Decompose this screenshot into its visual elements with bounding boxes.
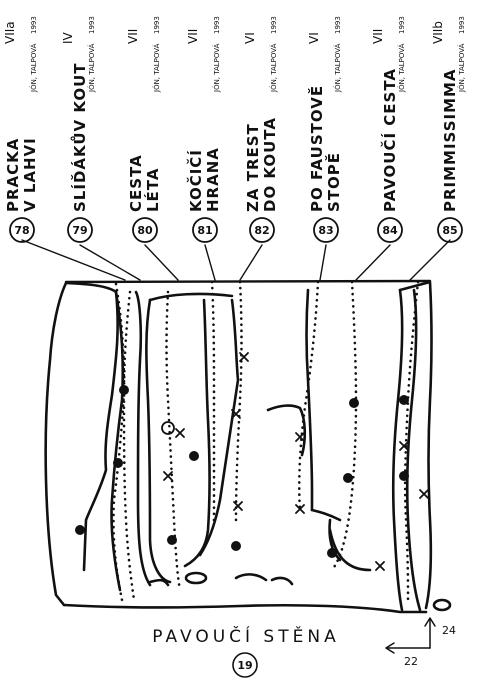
route-author: JÓN, TALPOVÁ (457, 43, 466, 93)
peg-cross (239, 352, 249, 362)
route-number-circles: 78 79 80 81 82 83 84 85 (9, 217, 463, 243)
route-name: KOČIČÍ (186, 149, 205, 212)
route-grade: VII (186, 29, 200, 44)
route-number: 81 (197, 224, 212, 237)
route-year: 1993 (153, 16, 161, 34)
route-name-line2: STOPĚ (324, 152, 343, 212)
peg-cross (163, 471, 173, 481)
route-name: PRACKA (4, 138, 22, 212)
peg-cross (399, 441, 409, 451)
route-name: PO FAUSTOVĚ (307, 85, 326, 212)
route-author: JÓN, TALPOVÁ (397, 43, 406, 93)
peg-cross (295, 432, 305, 442)
route-grade: VIIb (431, 21, 445, 44)
route-year: 1993 (398, 16, 406, 34)
peg-cross (375, 561, 385, 571)
page-number: 19 (237, 659, 252, 672)
route-lines (112, 280, 420, 602)
peg-cross (233, 501, 243, 511)
route-year: 1993 (334, 16, 342, 34)
dimension-width: 22 (404, 655, 418, 668)
route-grade: VI (243, 32, 257, 44)
route-author: JÓN, TALPOVÁ (29, 43, 38, 93)
route-name-line2: LÉTA (143, 168, 162, 212)
route-number: 80 (137, 224, 153, 237)
route-name-line2: V LAHVI (21, 137, 39, 212)
peg-cross (419, 489, 429, 499)
route-number: 85 (442, 224, 457, 237)
route-year: 1993 (213, 16, 221, 34)
route-name: PRIMMISSIMMA (441, 68, 459, 212)
wall-top-rim (64, 279, 432, 284)
route-year: 1993 (458, 16, 466, 34)
route-label-79: SLÍĎÁKŮV KOUT IV JÓN, TALPOVÁ 1993 (61, 16, 96, 212)
route-author: JÓN, TALPOVÁ (333, 43, 342, 93)
route-grade: VIIa (3, 21, 17, 44)
route-name: CESTA (127, 154, 145, 212)
route-number: 79 (72, 224, 87, 237)
route-name-line2: HRANA (204, 147, 222, 212)
ring-hold (161, 421, 175, 435)
leader-lines (21, 239, 451, 281)
route-number-circle (132, 217, 158, 243)
route-author: JÓN, TALPOVÁ (152, 43, 161, 93)
peg-cross (295, 504, 305, 514)
route-author: JÓN, TALPOVÁ (87, 43, 96, 93)
route-number-circle (437, 217, 463, 243)
route-number: 84 (382, 224, 398, 237)
route-year: 1993 (88, 16, 96, 34)
bolts (75, 385, 409, 558)
route-number: 82 (254, 224, 269, 237)
page-number-circle (232, 652, 258, 678)
route-number-circle (313, 217, 339, 243)
route-name: PAVOUČÍ CESTA (380, 68, 399, 212)
route-author: JÓN, TALPOVÁ (212, 43, 221, 93)
route-number-circle (192, 217, 218, 243)
peg-cross (231, 409, 241, 419)
route-number-circle (9, 217, 35, 243)
dimension-arrows (385, 617, 436, 654)
route-number-circle (377, 217, 403, 243)
route-label-84: PAVOUČÍ CESTA VII JÓN, TALPOVÁ 1993 (371, 16, 406, 212)
route-grade: VII (371, 29, 385, 44)
peg-cross (175, 428, 185, 438)
route-year: 1993 (30, 16, 38, 34)
route-grade: VII (126, 29, 140, 44)
route-number: 83 (318, 224, 333, 237)
route-name-line2: DO KOUTA (261, 117, 279, 212)
route-number-circle (67, 217, 93, 243)
dimension-height: 24 (442, 624, 456, 637)
route-author: JÓN, TALPOVÁ (269, 43, 278, 93)
route-grade: VI (307, 32, 321, 44)
pegs (163, 352, 429, 571)
route-year: 1993 (270, 16, 278, 34)
route-number-circle (249, 217, 275, 243)
rock-outline (44, 280, 452, 614)
route-name: ZA TREST (244, 123, 262, 212)
wall-title: PAVOUČÍ STĚNA (152, 625, 339, 647)
route-grade: IV (61, 31, 75, 44)
route-name: SLÍĎÁKŮV KOUT (69, 63, 89, 213)
route-number: 78 (14, 224, 29, 237)
